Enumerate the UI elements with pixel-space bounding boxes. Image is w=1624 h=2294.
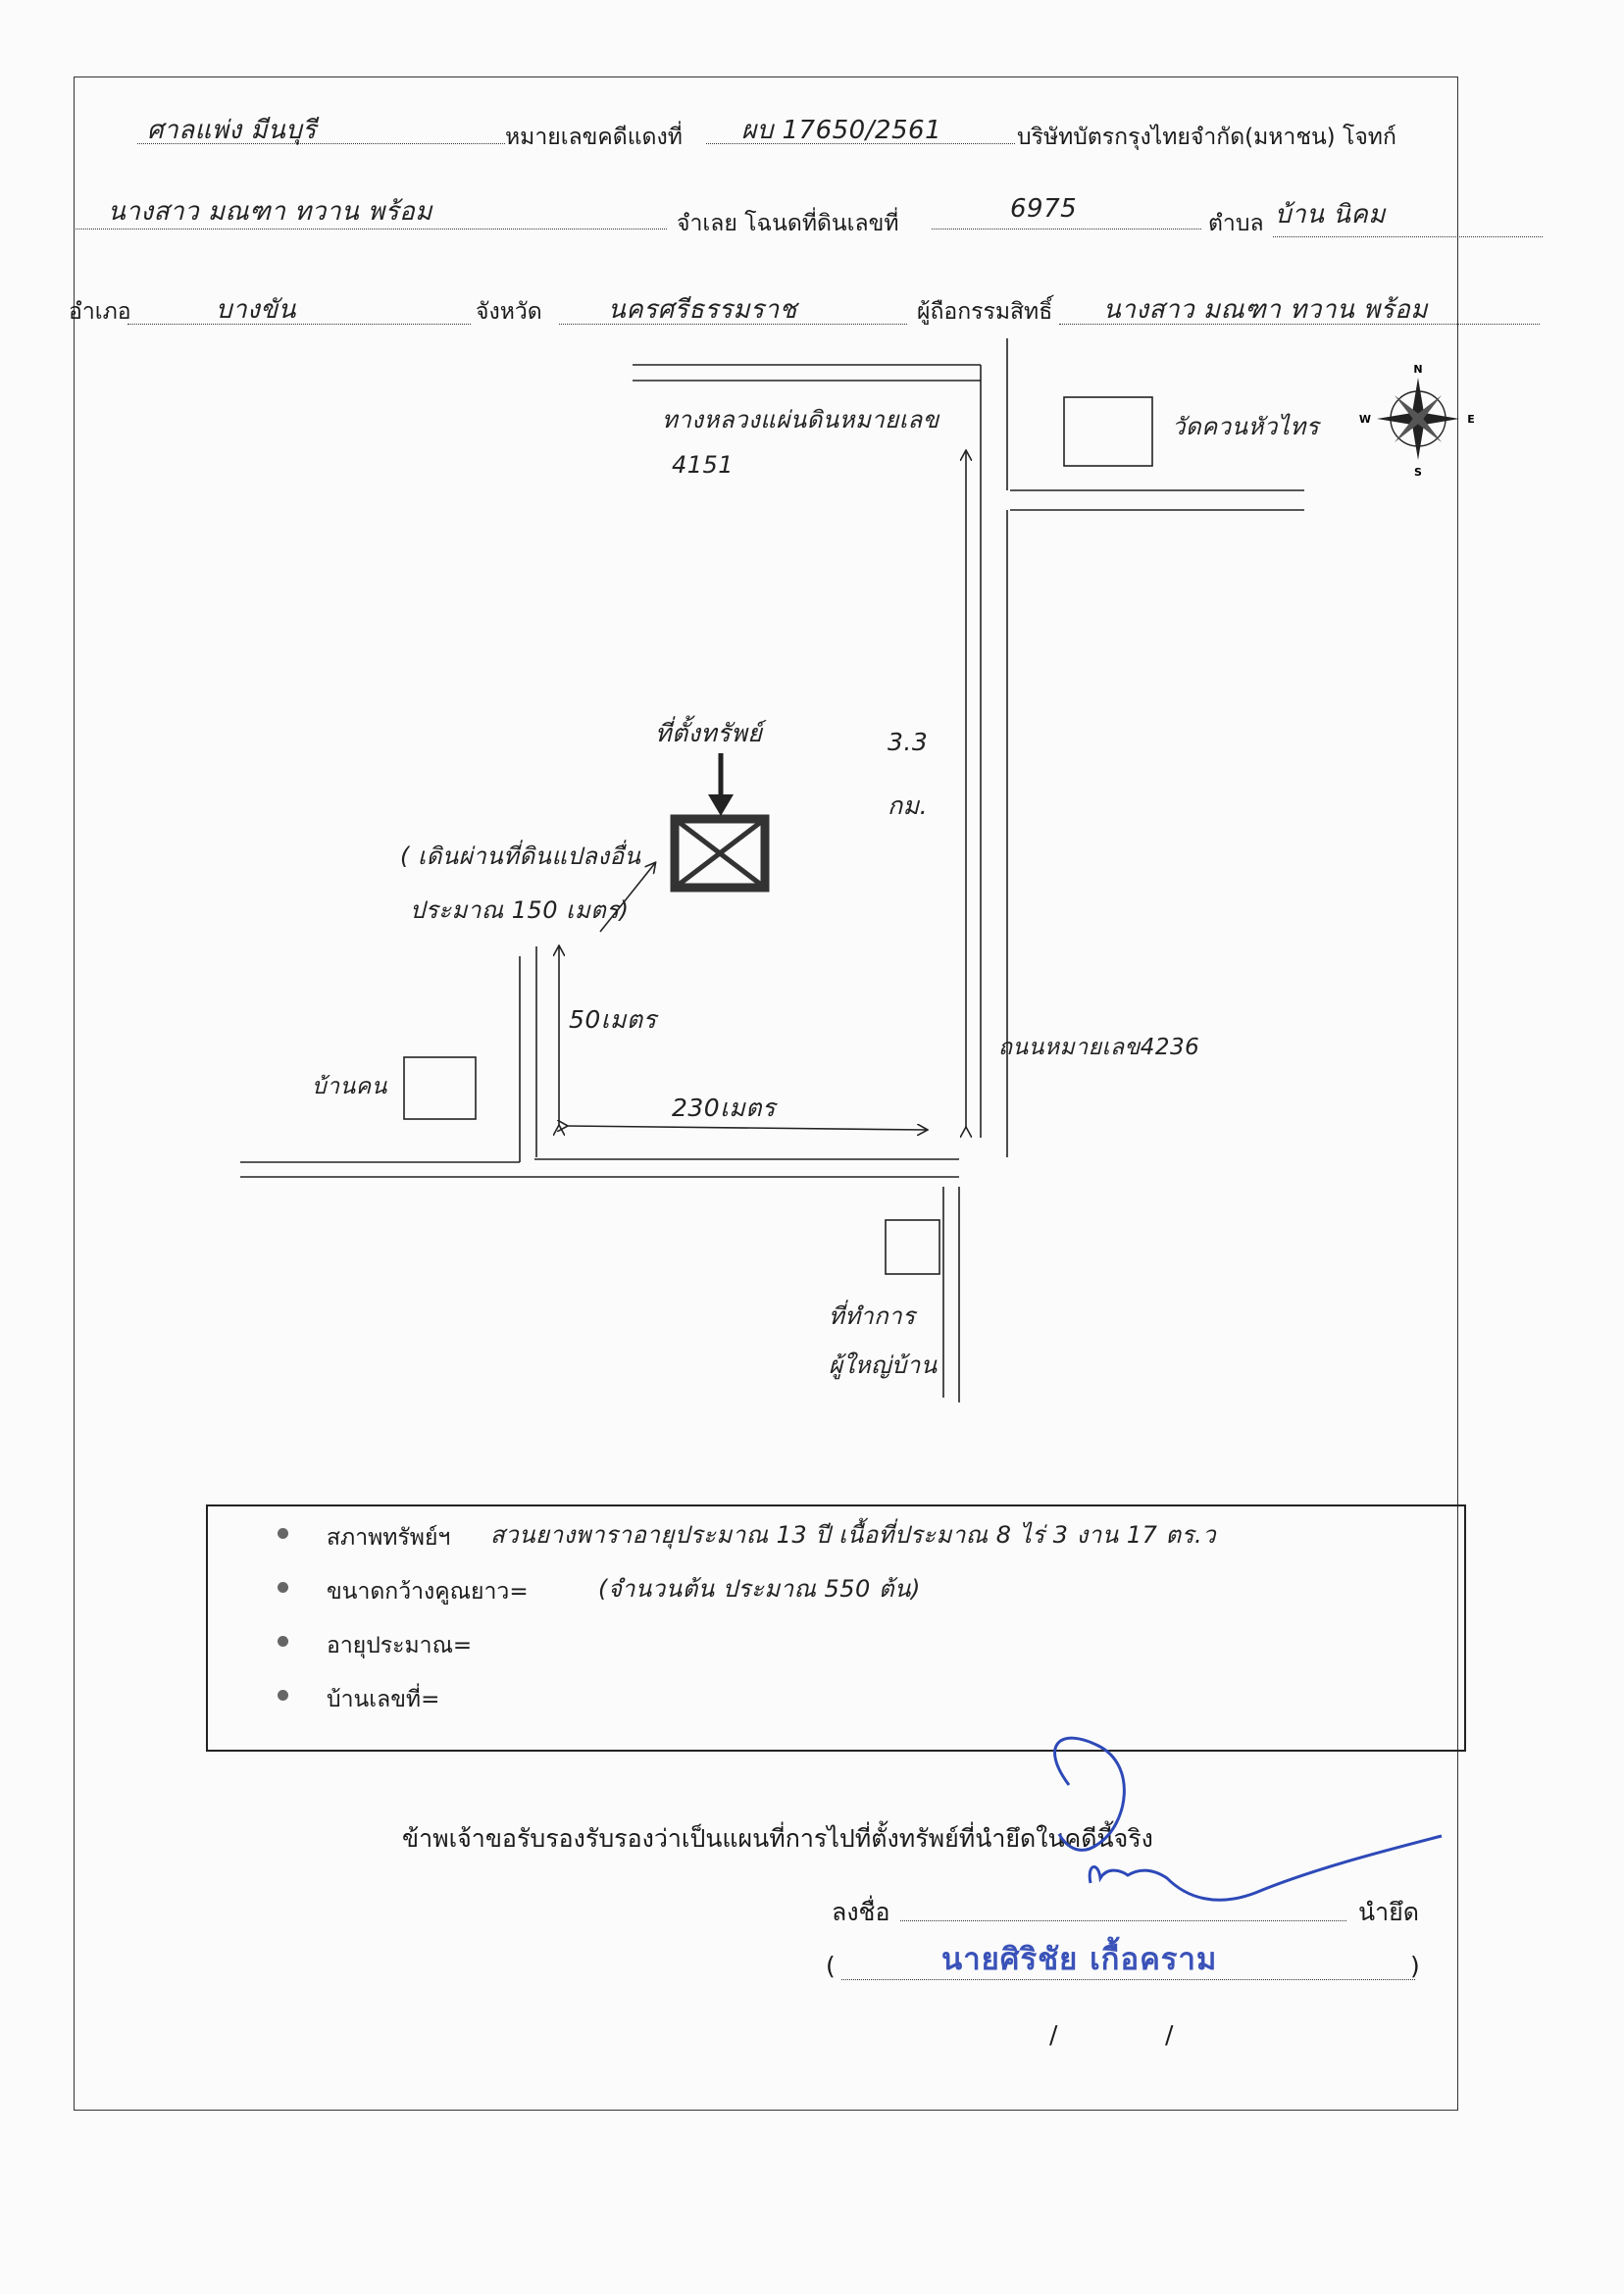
district: บางขัน xyxy=(216,295,296,325)
case-number: ผบ 17650/2561 xyxy=(741,116,942,145)
date-slash-1: / xyxy=(1049,2020,1058,2049)
certification-text: ข้าพเจ้าขอรับรองรับรองว่าเป็นแผนที่การไป… xyxy=(402,1824,1153,1853)
property-box xyxy=(670,814,770,892)
sign-label: ลงชื่อ xyxy=(832,1898,890,1926)
walk-note-line-2: ประมาณ 150 เมตร) xyxy=(410,896,630,924)
info-value-condition: สวนยางพาราอายุประมาณ 13 ปี เนื้อที่ประมา… xyxy=(490,1521,1217,1549)
house-label: บ้านคน xyxy=(312,1074,387,1099)
info-label-house-number: บ้านเลขที่= xyxy=(327,1687,440,1712)
name-line xyxy=(841,1979,1415,1980)
district-label: อำเภอ xyxy=(69,299,131,325)
owner-label: ผู้ถือกรรมสิทธิ์ xyxy=(917,299,1053,325)
property-arrow-head xyxy=(708,794,734,816)
walk-arrow xyxy=(599,863,655,933)
owner: นางสาว มณฑา ทวาน พร้อม xyxy=(1103,295,1428,325)
seizer-label: นำยึด xyxy=(1358,1898,1420,1926)
court-underline xyxy=(137,143,505,144)
subdistrict-label: ตำบล xyxy=(1208,211,1264,236)
highway-label: ทางหลวงแผ่นดินหมายเลข xyxy=(662,406,939,433)
paren-open: ( xyxy=(826,1952,836,1980)
case-number-underline xyxy=(706,143,1015,144)
info-bullet-2 xyxy=(278,1582,288,1593)
info-value-tree-count: (จำนวนต้น ประมาณ 550 ต้น) xyxy=(598,1575,921,1603)
subdistrict: บ้าน นิคม xyxy=(1275,200,1386,229)
distance-230m-label: 230เมตร xyxy=(672,1094,776,1122)
info-label-condition: สภาพทรัพย์ฯ xyxy=(327,1525,451,1551)
compass-n: N xyxy=(1413,363,1422,376)
office-label-line-2: ผู้ใหญ่บ้าน xyxy=(829,1351,938,1379)
info-bullet-4 xyxy=(278,1690,288,1701)
case-number-label: หมายเลขคดีแดงที่ xyxy=(505,125,683,150)
defendant-name: นางสาว มณฑา ทวาน พร้อม xyxy=(108,197,432,227)
office-label-line-1: ที่ทำการ xyxy=(829,1302,916,1330)
distance-3.3km-value: 3.3 xyxy=(888,728,929,756)
plaintiff: บริษัทบัตรกรุงไทยจำกัด(มหาชน) โจทก์ xyxy=(1017,125,1396,150)
info-label-age: อายุประมาณ= xyxy=(327,1633,473,1658)
compass-e: E xyxy=(1467,413,1475,426)
province: นครศรีธรรมราช xyxy=(608,295,797,325)
info-label-dimensions: ขนาดกว้างคูณยาว= xyxy=(327,1579,529,1605)
office-building xyxy=(885,1219,940,1275)
deed-label: จำเลย โฉนดที่ดินเลขที่ xyxy=(677,211,899,236)
subdistrict-underline xyxy=(1273,236,1543,237)
owner-underline xyxy=(1059,324,1540,325)
signer-name-stamp: นายศิริชัย เกื้อคราม xyxy=(941,1942,1218,1977)
paren-close: ) xyxy=(1410,1952,1420,1980)
property-info-box xyxy=(206,1504,1466,1752)
date-slash-2: / xyxy=(1165,2020,1174,2049)
compass-rose: N S E W xyxy=(1359,363,1475,479)
walk-note-line-1: ( เดินผ่านที่ดินแปลงอื่น xyxy=(400,842,641,870)
distance-km-unit: กม. xyxy=(888,791,929,820)
distance-50m-label: 50เมตร xyxy=(569,1005,657,1034)
compass-w: W xyxy=(1359,413,1371,426)
property-cross-2 xyxy=(673,817,767,890)
court-name: ศาลแพ่ง มีนบุรี xyxy=(147,116,317,145)
temple-label: วัดควนหัวไทร xyxy=(1172,413,1320,440)
province-underline xyxy=(559,324,907,325)
road-4236-label: ถนนหมายเลข4236 xyxy=(998,1035,1200,1060)
document-frame xyxy=(74,76,1458,2111)
compass-s: S xyxy=(1414,466,1422,479)
province-label: จังหวัด xyxy=(476,299,542,325)
signature-line xyxy=(900,1920,1346,1921)
info-bullet-1 xyxy=(278,1528,288,1539)
temple-building xyxy=(1063,396,1153,467)
district-underline xyxy=(127,324,471,325)
deed-number: 6975 xyxy=(1010,194,1078,224)
house-building xyxy=(403,1056,477,1120)
info-bullet-3 xyxy=(278,1636,288,1647)
distance-230m-arrow xyxy=(567,1126,927,1130)
property-label: ที่ตั้งทรัพย์ xyxy=(655,719,763,747)
highway-number: 4151 xyxy=(672,451,735,479)
